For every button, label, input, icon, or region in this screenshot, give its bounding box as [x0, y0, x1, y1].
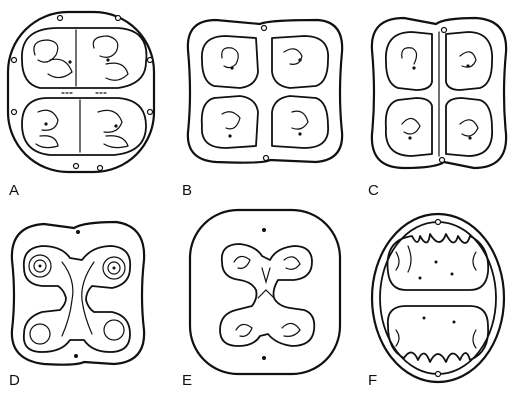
panel-label-f: F: [368, 373, 377, 388]
panel-label-e: E: [182, 373, 192, 388]
panel-label-a: A: [9, 183, 19, 198]
panel-label-b: B: [182, 183, 192, 198]
panel-label-d: D: [9, 373, 20, 388]
panel-f-section: [372, 214, 504, 382]
panel-d-section: [12, 222, 144, 365]
panel-label-c: C: [368, 183, 379, 198]
panel-b-section: [188, 20, 342, 163]
panel-a-section: [8, 12, 154, 172]
panel-c-section: [372, 18, 506, 168]
panel-e-section: [190, 210, 340, 374]
